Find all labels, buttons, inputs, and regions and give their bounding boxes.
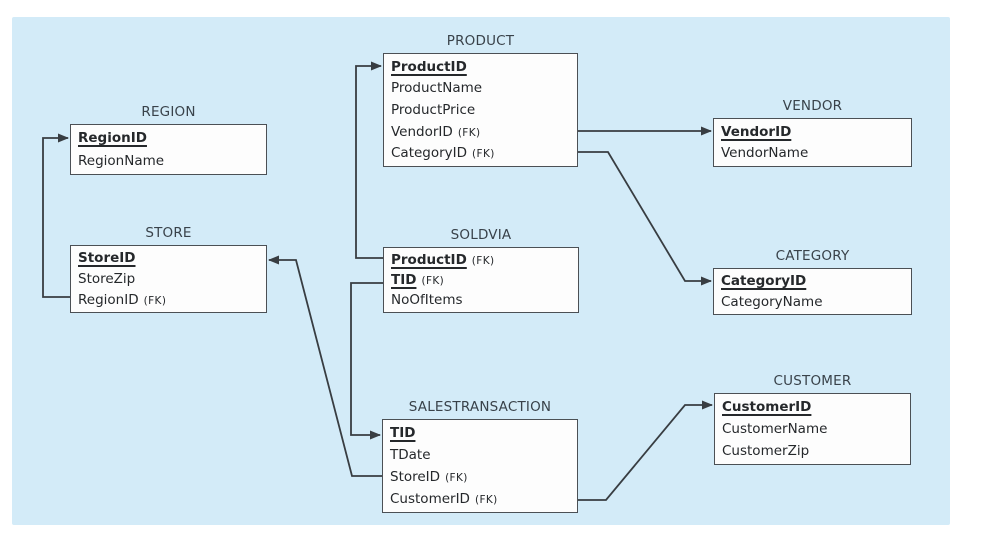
primary-key-attribute: TID	[390, 425, 416, 441]
primary-key-attribute: CustomerID	[722, 399, 812, 415]
attribute-row: RegionID	[71, 127, 266, 150]
entity-title: SALESTRANSACTION	[408, 399, 552, 415]
attribute-name: CategoryID	[391, 145, 468, 162]
attribute-row: TID	[383, 422, 577, 444]
attribute-row: StoreID	[71, 248, 266, 269]
entity-title: SOLDVIA	[450, 227, 512, 243]
attribute-name: StoreID	[390, 469, 441, 485]
attribute-row: StoreID (FK)	[383, 466, 577, 488]
attribute-row: CategoryName	[714, 292, 911, 313]
entity-title: REGION	[141, 104, 196, 120]
foreign-key-tag: (FK)	[474, 494, 498, 506]
entity-vendor: VENDOR VendorID VendorName	[713, 97, 912, 167]
entity-soldvia: SOLDVIA ProductID (FK) TID (FK) NoOfItems	[383, 226, 579, 313]
attribute-row: CategoryID (FK)	[384, 142, 577, 164]
attribute-name: NoOfItems	[391, 292, 463, 308]
attribute-row: RegionName	[71, 150, 266, 173]
attribute-name: StoreZip	[78, 271, 136, 287]
primary-key-attribute: StoreID	[78, 250, 136, 267]
primary-key-attribute: CategoryID	[721, 273, 807, 290]
attribute-row: VendorID	[714, 121, 911, 143]
entity-title: PRODUCT	[446, 33, 515, 49]
entity-attributes-box: RegionID RegionName	[70, 124, 267, 175]
attribute-name: CategoryName	[721, 293, 823, 310]
entity-category: CATEGORY CategoryID CategoryName	[713, 247, 912, 315]
attribute-name: RegionID	[78, 291, 139, 308]
attribute-name: CustomerName	[722, 421, 828, 437]
attribute-name: CustomerZip	[722, 443, 810, 459]
attribute-row: CategoryID	[714, 271, 911, 292]
attribute-row: VendorID (FK)	[384, 121, 577, 143]
attribute-row: TID (FK)	[384, 270, 578, 290]
attribute-name: ProductPrice	[391, 101, 476, 118]
entity-title: CUSTOMER	[773, 373, 852, 389]
attribute-row: TDate	[383, 444, 577, 466]
attribute-row: RegionID (FK)	[71, 289, 266, 310]
attribute-name: VendorID	[391, 123, 453, 140]
entity-region: REGION RegionID RegionName	[70, 103, 267, 175]
attribute-row: CustomerID (FK)	[383, 488, 577, 510]
primary-key-attribute: VendorID	[721, 123, 792, 140]
attribute-row: CustomerID	[715, 396, 910, 418]
entity-attributes-box: VendorID VendorName	[713, 118, 912, 167]
foreign-key-tag: (FK)	[445, 472, 468, 484]
foreign-key-tag: (FK)	[421, 275, 445, 287]
attribute-row: StoreZip	[71, 269, 266, 290]
foreign-key-tag: (FK)	[471, 255, 495, 267]
entity-title: VENDOR	[782, 98, 843, 114]
attribute-name: ProductName	[391, 80, 483, 97]
primary-key-attribute: RegionID	[78, 130, 147, 147]
attribute-row: ProductID (FK)	[384, 250, 578, 270]
attribute-name: VendorName	[721, 145, 809, 162]
attribute-row: CustomerName	[715, 418, 910, 440]
entity-attributes-box: ProductID (FK) TID (FK) NoOfItems	[383, 247, 579, 313]
attribute-row: ProductName	[384, 78, 577, 100]
attribute-row: VendorName	[714, 143, 911, 165]
foreign-key-tag: (FK)	[457, 126, 481, 139]
attribute-name: TDate	[390, 447, 431, 463]
attribute-row: ProductPrice	[384, 99, 577, 121]
primary-key-attribute: TID	[391, 272, 417, 288]
attribute-row: ProductID	[384, 56, 577, 78]
entity-title: CATEGORY	[775, 248, 850, 264]
attribute-row: NoOfItems	[384, 290, 578, 310]
entity-title: STORE	[145, 225, 192, 241]
entity-attributes-box: CategoryID CategoryName	[713, 268, 912, 315]
foreign-key-tag: (FK)	[472, 148, 495, 161]
primary-key-attribute: ProductID	[391, 252, 467, 268]
primary-key-attribute: ProductID	[391, 58, 467, 75]
attribute-name: RegionName	[78, 152, 165, 169]
foreign-key-tag: (FK)	[143, 294, 167, 307]
attribute-row: CustomerZip	[715, 440, 910, 462]
attribute-name: CustomerID	[390, 491, 470, 507]
